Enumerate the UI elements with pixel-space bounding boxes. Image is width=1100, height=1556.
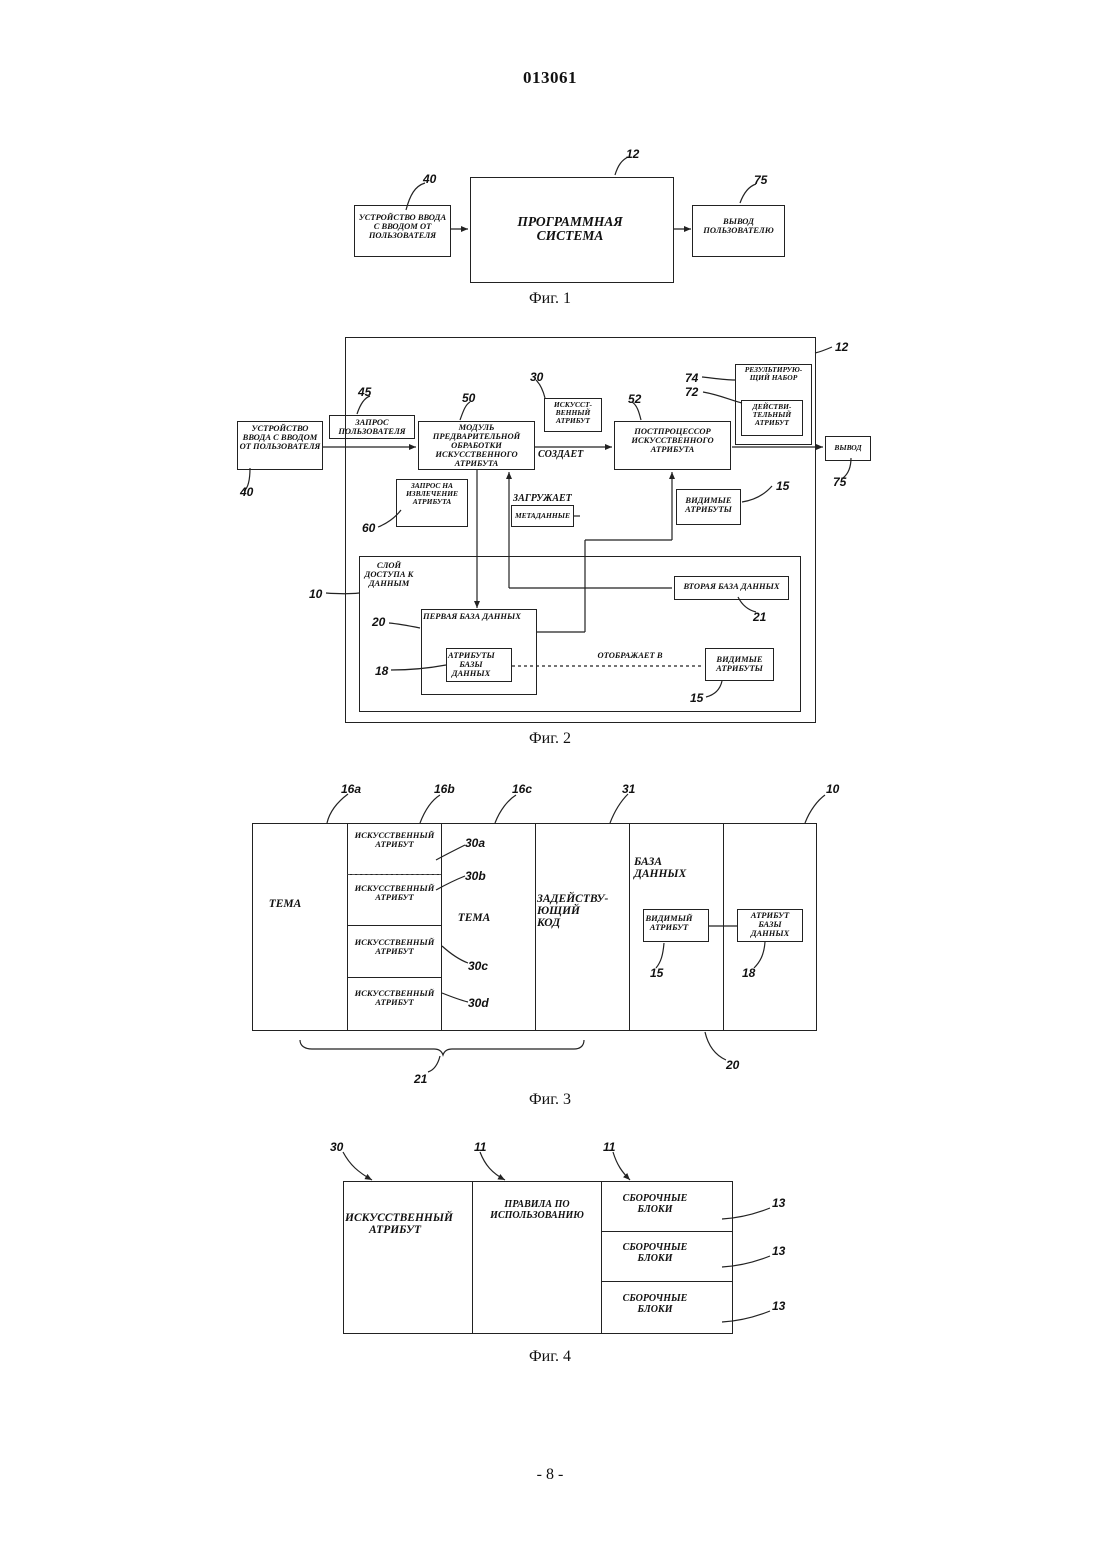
fig4-block-1-label: СБОРОЧНЫЕ БЛОКИ [620, 1194, 690, 1215]
fig3-ref-16c: 16c [512, 782, 532, 796]
fig1-ref-system: 12 [626, 147, 639, 161]
fig2-postprocessor-label: ПОСТПРОЦЕССОР ИСКУССТВЕННОГО АТРИБУТА [616, 427, 729, 454]
fig2-result-set-label: РЕЗУЛЬТИРУЮ-ЩИЙ НАБОР [737, 366, 810, 382]
fig2-actual-attr-label: ДЕЙСТВИ-ТЕЛЬНЫЙ АТРИБУТ [743, 403, 801, 427]
fig4-ref-11-blocks: 11 [603, 1140, 615, 1154]
fig2-caption: Фиг. 2 [0, 730, 1100, 748]
fig2-ref-20: 20 [372, 615, 385, 629]
fig3-art-attr-c-label: ИСКУССТВЕННЫЙ АТРИБУТ [349, 938, 440, 956]
fig2-ref-10: 10 [309, 587, 322, 601]
fig1-program-system-label: ПРОГРАММНАЯ СИСТЕМА [500, 215, 640, 243]
fig3-ref-10: 10 [826, 782, 839, 796]
fig4-ref-13-c: 13 [772, 1299, 785, 1313]
fig2-attr-query-label: ЗАПРОС НА ИЗВЛЕЧЕНИЕ АТРИБУТА [398, 482, 466, 506]
fig3-ref-30d: 30d [468, 996, 489, 1010]
fig2-artificial-attr-label: ИСКУССТ-ВЕННЫЙ АТРИБУТ [546, 401, 600, 425]
fig2-ref-74: 74 [685, 371, 698, 385]
fig3-database-label: БАЗА ДАННЫХ [634, 856, 704, 880]
fig1-caption: Фиг. 1 [0, 290, 1100, 308]
fig2-ref-40: 40 [240, 485, 253, 499]
fig2-ref-15-bottom: 15 [690, 691, 703, 705]
fig4-ref-13-a: 13 [772, 1196, 785, 1210]
fig2-loads-label: ЗАГРУЖАЕТ [513, 494, 583, 505]
fig3-ref-30b: 30b [465, 869, 486, 883]
fig3-ref-15: 15 [650, 966, 663, 980]
fig2-ref-18: 18 [375, 664, 388, 678]
fig3-db-attr-label: АТРИБУТ БАЗЫ ДАННЫХ [739, 911, 801, 938]
fig3-ref-30a: 30a [465, 836, 485, 850]
fig4-ref-11-rules: 11 [474, 1140, 486, 1154]
fig4-art-attr-cell [343, 1181, 473, 1334]
fig1-input-device-label: УСТРОЙСТВО ВВОДА С ВВОДОМ ОТ ПОЛЬЗОВАТЕЛ… [356, 213, 449, 240]
fig2-ref-12: 12 [835, 340, 848, 354]
fig2-input-device-label: УСТРОЙСТВО ВВОДА С ВВОДОМ ОТ ПОЛЬЗОВАТЕЛ… [239, 424, 321, 451]
fig3-code-label: ЗАДЕЙСТВУ-ЮЩИЙ КОД [537, 893, 597, 929]
fig3-visible-attr-label: ВИДИМЫЙ АТРИБУТ [645, 914, 693, 932]
fig3-theme-left-label: ТЕМА [255, 898, 315, 910]
fig4-art-attr-label: ИСКУССТВЕННЫЙ АТРИБУТ [345, 1212, 445, 1236]
fig2-data-access-layer-label: СЛОЙ ДОСТУПА К ДАННЫМ [359, 561, 419, 588]
fig2-output-label: ВЫВОД [827, 444, 869, 452]
fig3-theme-left-cell [252, 823, 348, 1031]
fig1-ref-output: 75 [754, 173, 767, 187]
fig2-db-attrs-label: АТРИБУТЫ БАЗЫ ДАННЫХ [448, 651, 494, 678]
fig4-ref-13-b: 13 [772, 1244, 785, 1258]
fig2-creates-label: СОЗДАЕТ [538, 450, 598, 461]
fig2-ref-45: 45 [358, 385, 371, 399]
fig3-ref-21: 21 [414, 1072, 427, 1086]
fig2-visible-attrs-bottom-label: ВИДИМЫЕ АТРИБУТЫ [707, 655, 772, 673]
fig2-visible-attrs-top-label: ВИДИМЫЕ АТРИБУТЫ [678, 496, 739, 514]
fig2-metadata-label: МЕТАДАННЫЕ [513, 512, 572, 520]
fig2-ref-72: 72 [685, 385, 698, 399]
fig3-ref-31: 31 [622, 782, 635, 796]
fig2-ref-50: 50 [462, 391, 475, 405]
fig3-art-attr-b-label: ИСКУССТВЕННЫЙ АТРИБУТ [349, 884, 440, 902]
fig3-caption: Фиг. 3 [0, 1091, 1100, 1109]
fig4-block-3-label: СБОРОЧНЫЕ БЛОКИ [620, 1294, 690, 1315]
fig2-ref-60: 60 [362, 521, 375, 535]
fig2-maps-to-label: ОТОБРАЖАЕТ В [585, 651, 675, 660]
fig2-first-db-label: ПЕРВАЯ БАЗА ДАННЫХ [423, 612, 535, 621]
fig3-theme-mid-label: ТЕМА [444, 912, 504, 924]
fig4-rules-label: ПРАВИЛА ПО ИСПОЛЬЗОВАНИЮ [474, 1200, 600, 1221]
fig4-block-2-label: СБОРОЧНЫЕ БЛОКИ [620, 1243, 690, 1264]
fig3-ref-16b: 16b [434, 782, 455, 796]
fig1-ref-input: 40 [423, 172, 436, 186]
fig2-preprocessor-label: МОДУЛЬ ПРЕДВАРИТЕЛЬНОЙ ОБРАБОТКИ ИСКУССТ… [420, 423, 533, 468]
fig1-output-label: ВЫВОД ПОЛЬЗОВАТЕЛЮ [697, 217, 780, 235]
fig2-ref-52: 52 [628, 392, 641, 406]
fig3-ref-20: 20 [726, 1058, 739, 1072]
fig3-ref-30c: 30c [468, 959, 488, 973]
fig2-ref-15-top: 15 [776, 479, 789, 493]
fig3-art-attr-a-label: ИСКУССТВЕННЫЙ АТРИБУТ [349, 831, 440, 849]
fig2-ref-21: 21 [753, 610, 766, 624]
fig3-ref-18: 18 [742, 966, 755, 980]
fig2-second-db-label: ВТОРАЯ БАЗА ДАННЫХ [676, 582, 787, 591]
fig2-user-query-label: ЗАПРОС ПОЛЬЗОВАТЕЛЯ [331, 418, 413, 436]
fig3-ref-16a: 16a [341, 782, 361, 796]
fig3-art-attr-d-label: ИСКУССТВЕННЫЙ АТРИБУТ [349, 989, 440, 1007]
fig4-caption: Фиг. 4 [0, 1348, 1100, 1366]
fig4-ref-30: 30 [330, 1140, 343, 1154]
fig2-ref-30: 30 [530, 370, 543, 384]
fig2-ref-75: 75 [833, 475, 846, 489]
